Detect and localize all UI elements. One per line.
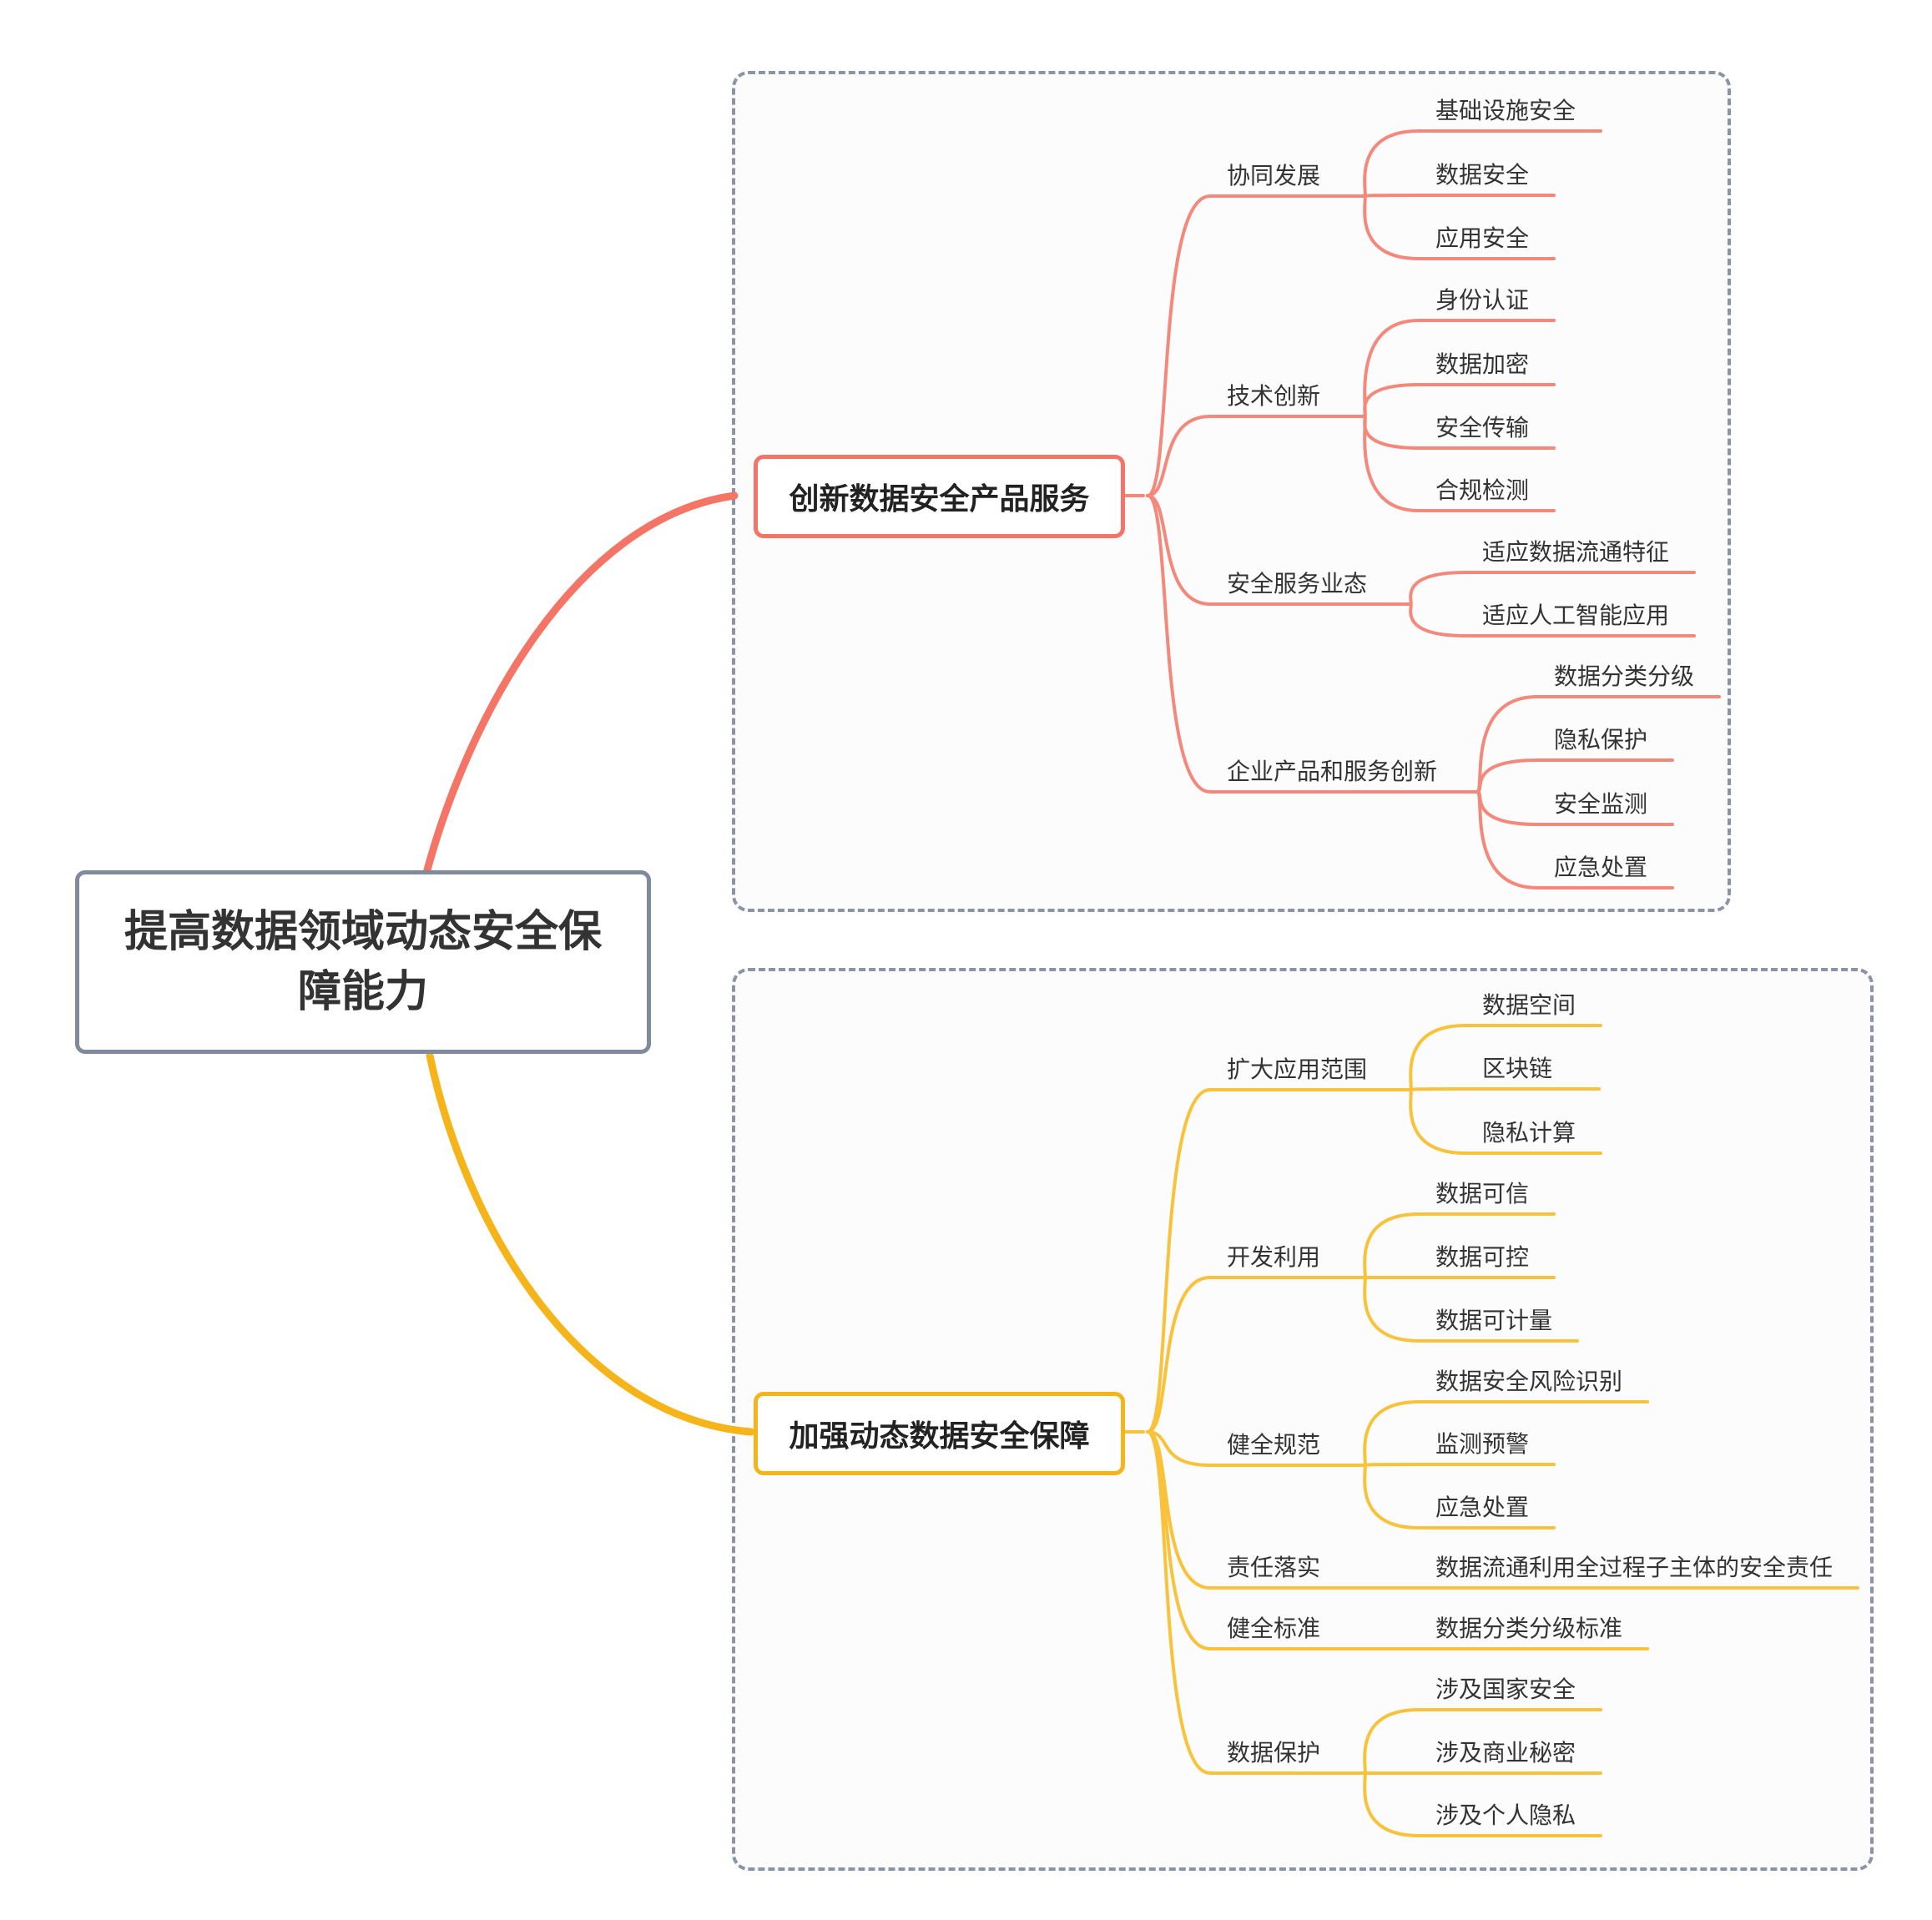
connector-subtopic bbox=[1363, 1708, 1602, 1775]
subtopic-node[interactable]: 隐私计算 bbox=[1482, 1119, 1576, 1146]
connector-subtopic bbox=[1409, 1087, 1601, 1091]
connector-subtopic bbox=[1363, 1463, 1556, 1467]
subtopic-node[interactable]: 监测预警 bbox=[1435, 1430, 1530, 1458]
topic-node[interactable]: 技术创新 bbox=[1227, 382, 1321, 410]
connector-subtopic bbox=[1363, 194, 1556, 198]
subtopic-node[interactable]: 安全监测 bbox=[1554, 790, 1648, 818]
connector-subtopic bbox=[1363, 1400, 1649, 1467]
topic-node[interactable]: 扩大应用范围 bbox=[1227, 1056, 1368, 1083]
subtopic-node[interactable]: 安全传输 bbox=[1435, 414, 1530, 441]
branch-innovation-label: 创新数据安全产品服务 bbox=[789, 482, 1090, 517]
subtopic-node[interactable]: 涉及商业秘密 bbox=[1435, 1739, 1576, 1766]
connector-subtopic bbox=[1475, 758, 1674, 794]
topic-node[interactable]: 安全服务业态 bbox=[1227, 570, 1368, 597]
central-topic-label: 提高数据领域动态安全保障能力 bbox=[124, 907, 602, 1017]
connector-subtopic bbox=[1409, 602, 1696, 637]
connector-subtopic bbox=[1363, 1212, 1556, 1279]
subtopic-node[interactable]: 数据分类分级 bbox=[1554, 663, 1695, 690]
topic-node[interactable]: 开发利用 bbox=[1227, 1243, 1321, 1271]
subtopic-node[interactable]: 数据加密 bbox=[1435, 350, 1530, 378]
subtopic-node[interactable]: 数据空间 bbox=[1482, 991, 1576, 1019]
branch-dynamic-security[interactable]: 加强动态数据安全保障 bbox=[754, 1392, 1125, 1475]
connector-subtopic bbox=[1363, 194, 1556, 260]
subtopic-node[interactable]: 涉及个人隐私 bbox=[1435, 1802, 1576, 1829]
subtopic-node[interactable]: 数据可计量 bbox=[1435, 1307, 1553, 1334]
connector-topic bbox=[1146, 1430, 1366, 1467]
connector-subtopic bbox=[1409, 1024, 1602, 1091]
topic-node[interactable]: 责任落实 bbox=[1227, 1554, 1321, 1581]
subtopic-node[interactable]: 适应人工智能应用 bbox=[1482, 602, 1670, 629]
connector-subtopic bbox=[1363, 415, 1556, 512]
subtopic-node[interactable]: 数据分类分级标准 bbox=[1435, 1615, 1623, 1642]
central-topic[interactable]: 提高数据领域动态安全保障能力 bbox=[75, 870, 651, 1054]
branch-dynamic-security-label: 加强动态数据安全保障 bbox=[789, 1419, 1090, 1454]
subtopic-node[interactable]: 数据可控 bbox=[1435, 1243, 1530, 1271]
subtopic-node[interactable]: 适应数据流通特征 bbox=[1482, 538, 1670, 566]
connector-root-dynamic-security bbox=[426, 1051, 755, 1436]
connector-topic bbox=[1146, 494, 1412, 606]
connector-subtopic bbox=[1363, 1771, 1602, 1837]
subtopic-node[interactable]: 数据安全 bbox=[1435, 161, 1530, 189]
connector-topic bbox=[1146, 194, 1366, 497]
connector-subtopic bbox=[1409, 1088, 1602, 1155]
connector-topic bbox=[1146, 415, 1366, 497]
connector-root-innovation bbox=[421, 491, 739, 880]
connector-topic bbox=[1146, 1276, 1366, 1434]
subtopic-node[interactable]: 合规检测 bbox=[1435, 476, 1530, 504]
connector-topic bbox=[1146, 1430, 1366, 1775]
topic-node[interactable]: 企业产品和服务创新 bbox=[1227, 758, 1438, 785]
branch-innovation[interactable]: 创新数据安全产品服务 bbox=[754, 455, 1125, 538]
subtopic-node[interactable]: 应急处置 bbox=[1435, 1494, 1530, 1521]
subtopic-node[interactable]: 涉及国家安全 bbox=[1435, 1676, 1576, 1703]
topic-node[interactable]: 健全规范 bbox=[1227, 1431, 1321, 1459]
subtopic-node[interactable]: 基础设施安全 bbox=[1435, 97, 1576, 124]
subtopic-node[interactable]: 应用安全 bbox=[1435, 224, 1530, 252]
connector-subtopic bbox=[1363, 1276, 1579, 1343]
connector-topic bbox=[1146, 1088, 1412, 1434]
subtopic-node[interactable]: 数据安全风险识别 bbox=[1435, 1368, 1623, 1395]
subtopic-node[interactable]: 数据可信 bbox=[1435, 1180, 1530, 1207]
subtopic-node[interactable]: 数据流通利用全过程子主体的安全责任 bbox=[1435, 1554, 1834, 1581]
subtopic-node[interactable]: 隐私保护 bbox=[1554, 726, 1648, 753]
connector-subtopic bbox=[1363, 1464, 1556, 1529]
topic-node[interactable]: 协同发展 bbox=[1227, 162, 1321, 189]
subtopic-node[interactable]: 身份认证 bbox=[1435, 286, 1530, 314]
subtopic-node[interactable]: 应急处置 bbox=[1554, 854, 1648, 881]
subtopic-node[interactable]: 区块链 bbox=[1482, 1055, 1553, 1082]
topic-node[interactable]: 数据保护 bbox=[1227, 1739, 1321, 1766]
connector-subtopic bbox=[1363, 129, 1602, 198]
connector-subtopic bbox=[1475, 790, 1674, 889]
topic-node[interactable]: 健全标准 bbox=[1227, 1615, 1321, 1642]
connector-topic bbox=[1146, 494, 1479, 794]
